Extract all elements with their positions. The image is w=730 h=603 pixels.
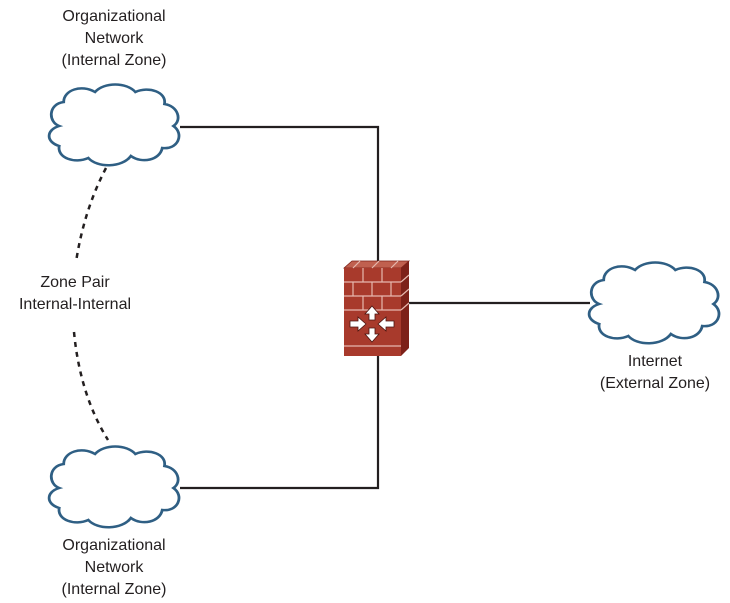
label-line: Organizational — [62, 8, 166, 25]
label-line: Zone Pair — [40, 274, 110, 291]
label-line: Network — [84, 559, 144, 576]
zone-pair-arc-bottom — [72, 331, 110, 441]
label-line: Internet — [627, 353, 683, 370]
cloud-icon-internal-bottom — [47, 445, 181, 529]
label-zone-pair: Zone Pair Internal-Internal — [0, 272, 150, 316]
label-line: (External Zone) — [599, 375, 711, 392]
firewall-icon — [342, 260, 411, 356]
cloud-icon-internal-top — [47, 83, 181, 167]
zone-pair-arc-top — [74, 167, 108, 263]
label-line: (Internal Zone) — [61, 581, 167, 598]
cloud-icon-internet — [587, 261, 721, 345]
label-line: Network — [84, 30, 144, 47]
label-line: (Internal Zone) — [61, 52, 167, 69]
label-internet: Internet (External Zone) — [580, 351, 730, 395]
link-internal-bottom-to-firewall — [180, 356, 380, 490]
label-line: Organizational — [62, 537, 166, 554]
label-internal-bottom: Organizational Network (Internal Zone) — [0, 535, 228, 601]
label-internal-top: Organizational Network (Internal Zone) — [0, 6, 228, 72]
link-internal-top-to-firewall — [180, 125, 380, 262]
label-line: Internal-Internal — [18, 296, 132, 313]
